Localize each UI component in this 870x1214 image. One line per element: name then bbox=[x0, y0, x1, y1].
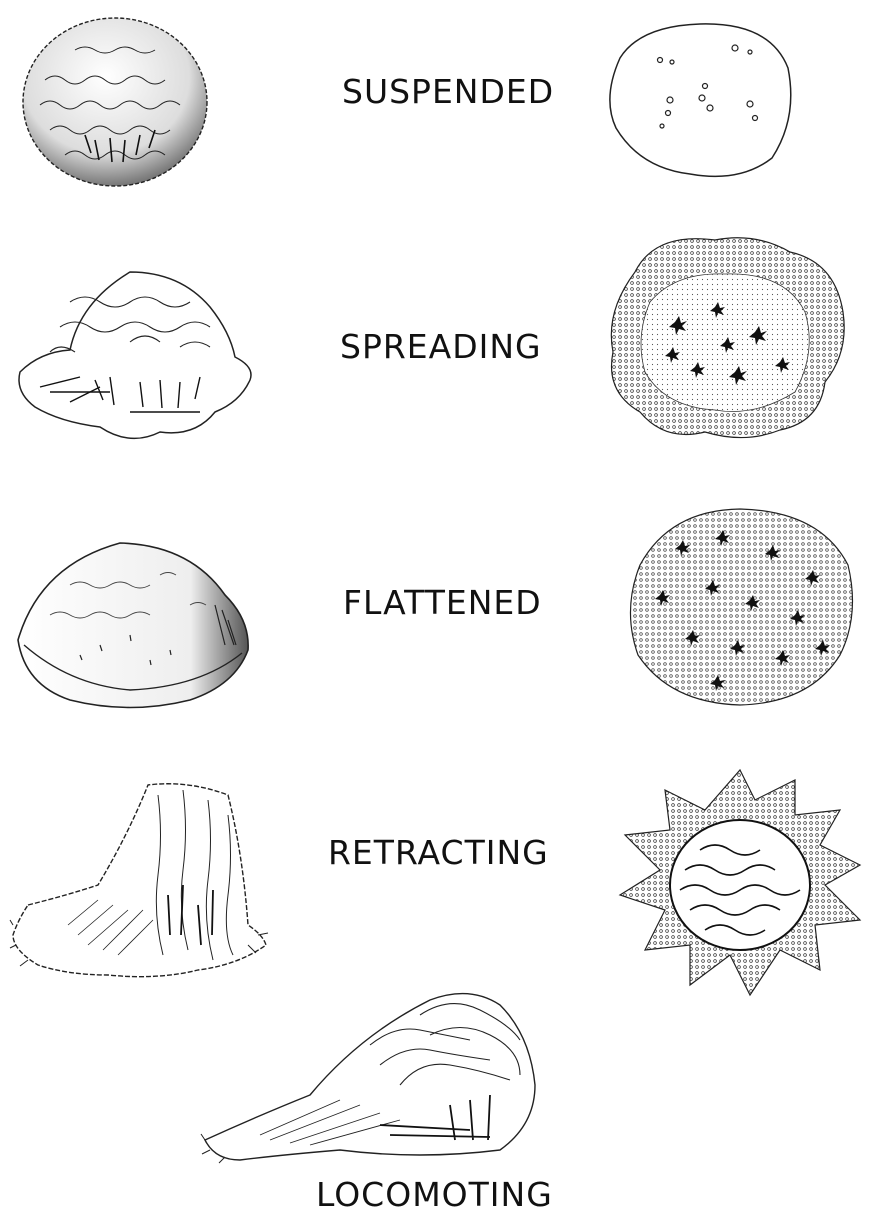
suspended-top-view bbox=[600, 18, 800, 183]
label-flattened: FLATTENED bbox=[343, 583, 542, 622]
label-retracting: RETRACTING bbox=[328, 833, 549, 872]
flattened-side-view bbox=[10, 535, 255, 715]
locomoting-side-view bbox=[200, 985, 540, 1165]
retracting-side-view bbox=[8, 775, 273, 985]
flattened-top-view bbox=[620, 505, 860, 710]
spreading-top-view bbox=[605, 232, 850, 442]
label-spreading: SPREADING bbox=[340, 327, 542, 366]
spreading-side-view bbox=[10, 262, 260, 447]
label-suspended: SUSPENDED bbox=[342, 72, 554, 111]
label-locomoting: LOCOMOTING bbox=[316, 1175, 553, 1214]
retracting-top-view bbox=[610, 760, 870, 1005]
suspended-side-view bbox=[15, 10, 215, 190]
